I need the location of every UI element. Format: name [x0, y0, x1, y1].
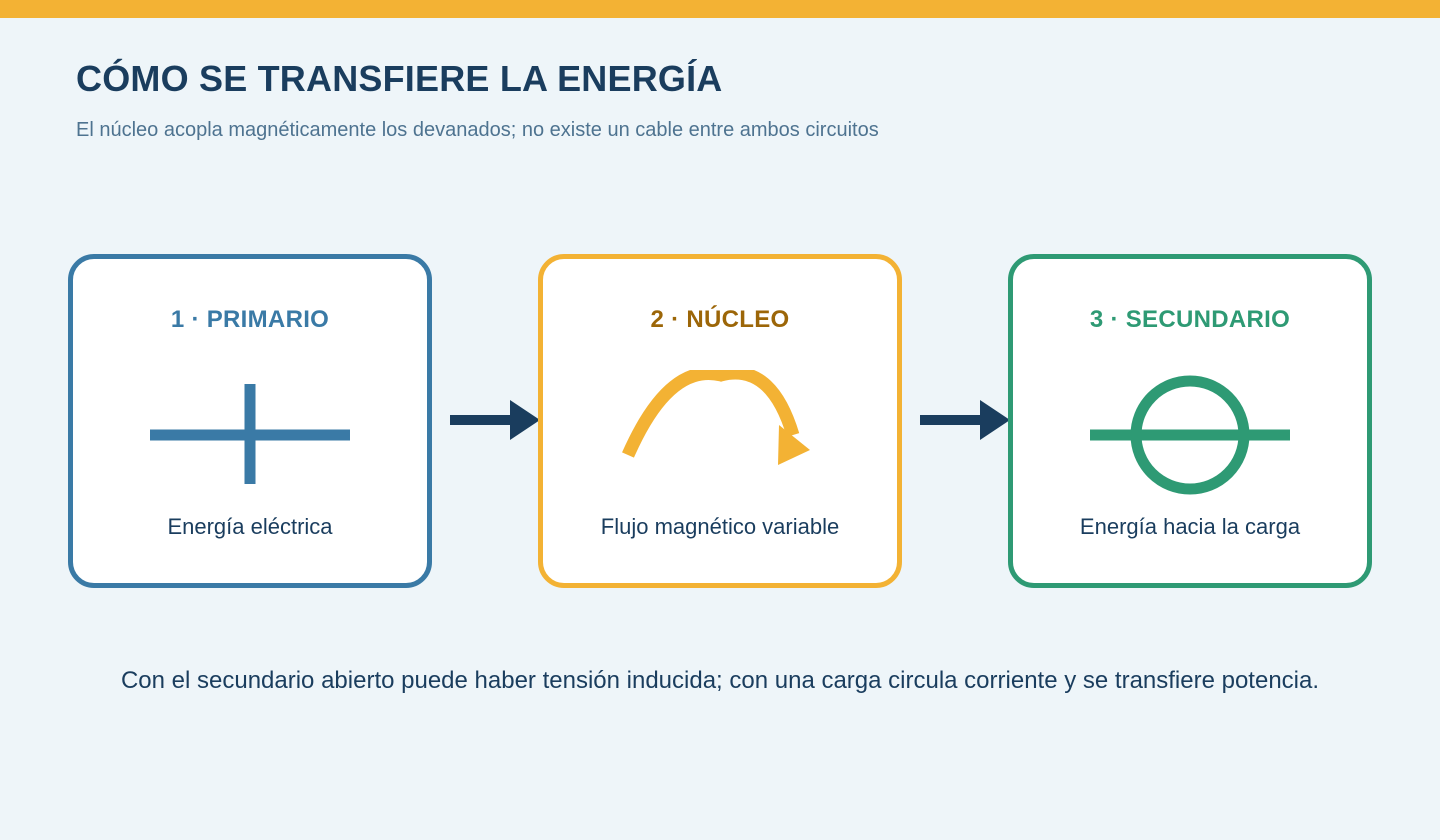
step-card-secundario: 3 · SECUNDARIO Energía hacia la carga: [1008, 254, 1372, 588]
arrow-right-icon: [450, 400, 540, 440]
step-card-primario: 1 · PRIMARIO Energía eléctrica: [68, 254, 432, 588]
arrow-right-icon: [920, 400, 1010, 440]
magnetic-flux-arc-icon: [622, 370, 810, 465]
top-accent-bar: [0, 0, 1440, 18]
step-caption: Energía eléctrica: [167, 514, 333, 539]
page-title: CÓMO SE TRANSFIERE LA ENERGÍA: [76, 58, 723, 99]
step-caption: Energía hacia la carga: [1079, 514, 1301, 539]
primary-winding-cross-icon: [150, 384, 350, 484]
step-title: 1 · PRIMARIO: [170, 306, 330, 333]
footer-note: Con el secundario abierto puede haber te…: [120, 667, 1320, 694]
page-subtitle: El núcleo acopla magnéticamente los deva…: [76, 119, 879, 141]
step-title: 3 · SECUNDARIO: [1089, 306, 1291, 333]
secondary-circle-icon: [1090, 375, 1290, 495]
step-caption: Flujo magnético variable: [600, 514, 840, 539]
step-card-nucleo: 2 · NÚCLEO Flujo magnético variable: [538, 254, 902, 588]
step-title: 2 · NÚCLEO: [650, 306, 790, 333]
